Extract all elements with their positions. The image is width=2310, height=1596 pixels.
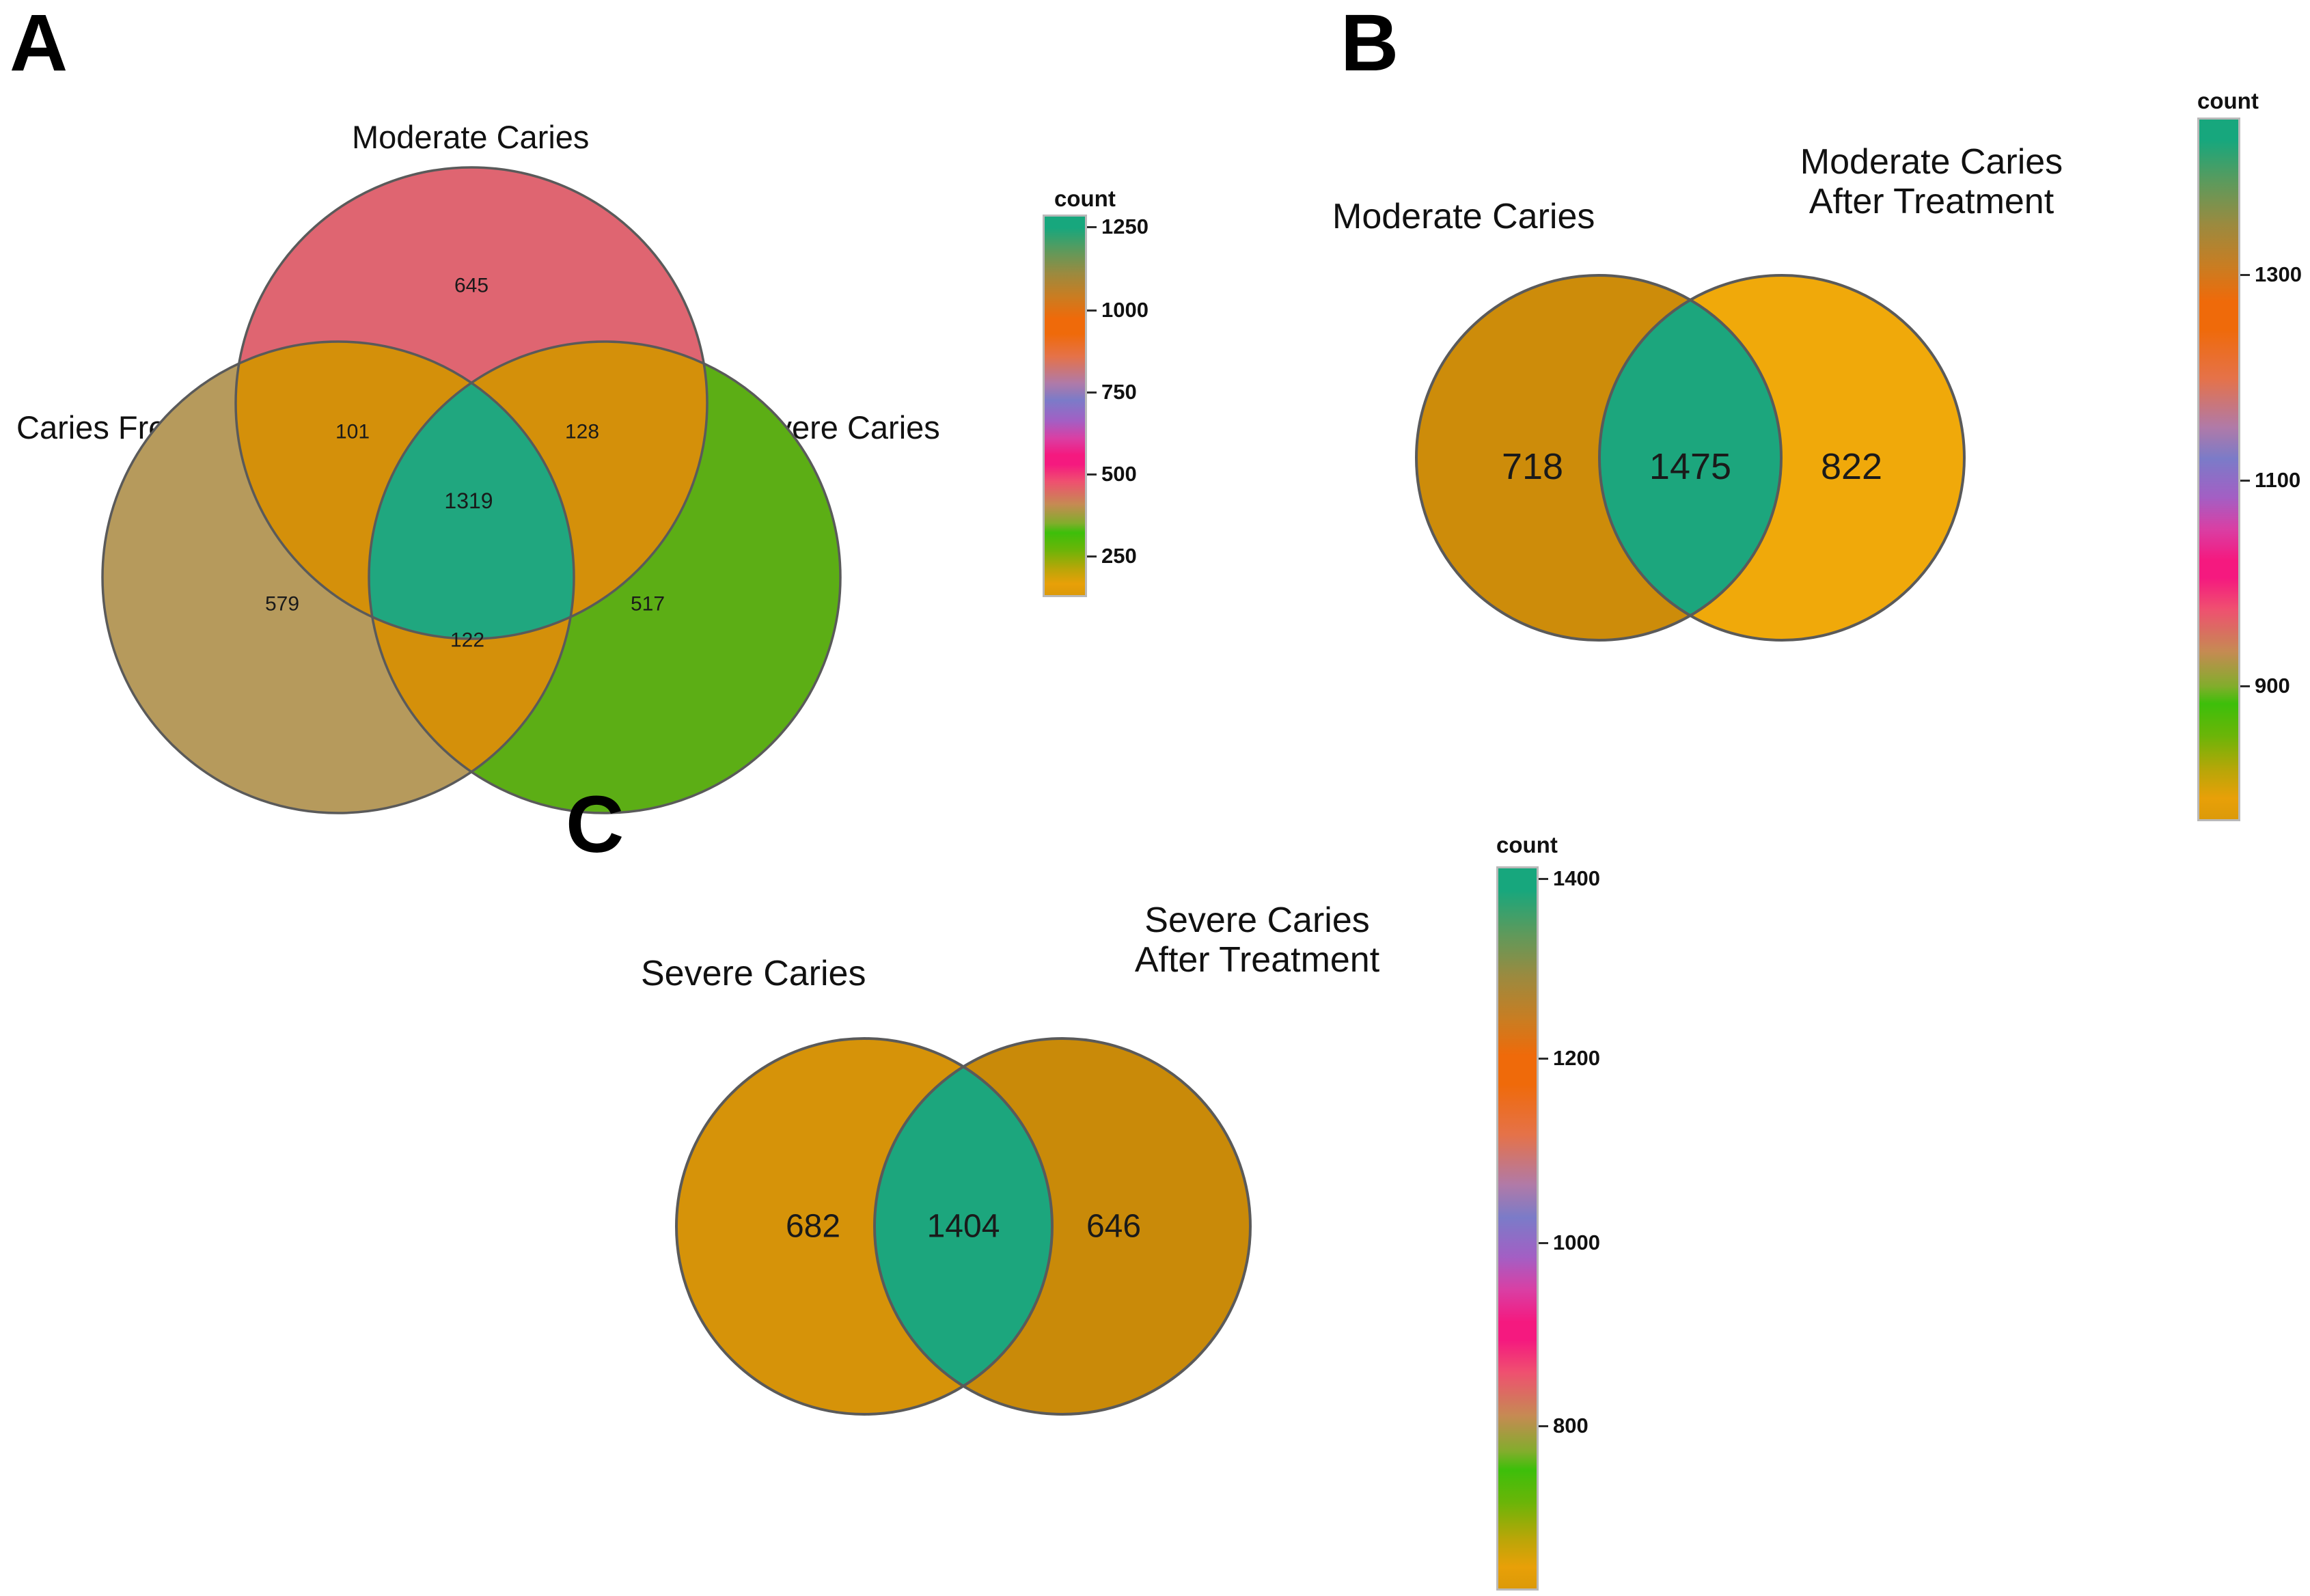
venn-c-count-left-only: 682: [786, 1209, 840, 1245]
venn-b-outline-right: [1598, 274, 1966, 642]
colorbar-a: 1250 1000 750 500 250: [1043, 215, 1172, 597]
colorbar-c-tickmark-1000: [1539, 1241, 1548, 1244]
panel-letter-a: A: [10, 0, 68, 88]
colorbar-c-ticklabel-1400: 1400: [1553, 866, 1600, 890]
colorbar-a-ticklabel-1250: 1250: [1101, 215, 1149, 238]
colorbar-a-ticks: 1250 1000 750 500 250: [1087, 215, 1172, 597]
colorbar-a-tickmark-500: [1087, 473, 1097, 476]
venn-c-label-left: Severe Caries: [641, 954, 866, 993]
colorbar-b-ticklabel-900: 900: [2255, 674, 2290, 698]
venn-b-label-right: Moderate Caries After Treatment: [1800, 142, 2063, 222]
colorbar-a-ticklabel-1000: 1000: [1101, 298, 1149, 322]
colorbar-c-tickmark-1200: [1539, 1057, 1548, 1060]
colorbar-b: 1300 1100 900: [2197, 118, 2310, 821]
venn-b-label-left: Moderate Caries: [1332, 197, 1595, 236]
colorbar-a-ticklabel-750: 750: [1101, 380, 1137, 404]
colorbar-c: 1400 1200 1000 800: [1496, 866, 1616, 1591]
colorbar-c-ticklabel-1000: 1000: [1553, 1230, 1600, 1254]
venn-a-count-caries-free-only: 579: [265, 593, 299, 616]
colorbar-c-tickmark-1400: [1539, 877, 1548, 880]
venn-b-outline-left: [1415, 274, 1783, 642]
colorbar-b-ticklabel-1300: 1300: [2255, 262, 2302, 286]
colorbar-a-title: count: [1054, 186, 1116, 211]
colorbar-c-gradient: [1496, 866, 1539, 1591]
panel-letter-b: B: [1340, 0, 1399, 88]
venn-b-count-right-only: 822: [1821, 446, 1882, 487]
venn-c-outline-left: [675, 1037, 1054, 1416]
venn-b-count-intersection: 1475: [1649, 446, 1731, 487]
colorbar-b-ticklabel-1100: 1100: [2255, 468, 2301, 492]
venn-a-outline-moderate-caries: [234, 166, 709, 640]
colorbar-a-tickmark-250: [1087, 555, 1097, 558]
venn-b-diagram: 718 1475 822: [1298, 253, 2104, 704]
venn-a-count-all-three: 1319: [444, 489, 493, 513]
venn-a-count-moderate-severe: 128: [565, 421, 599, 443]
colorbar-c-tickmark-800: [1539, 1425, 1548, 1427]
colorbar-b-ticks: 1300 1100 900: [2240, 118, 2310, 821]
colorbar-c-title: count: [1496, 832, 1558, 857]
colorbar-a-tickmark-1250: [1087, 225, 1097, 228]
venn-c-count-right-only: 646: [1086, 1209, 1141, 1245]
venn-a-outline-severe-caries: [368, 340, 842, 814]
venn-b-count-left-only: 718: [1502, 446, 1563, 487]
venn-a-label-moderate-caries: Moderate Caries: [352, 119, 590, 155]
venn-b-region-intersection: [1599, 275, 1781, 640]
colorbar-b-tickmark-1300: [2240, 273, 2250, 276]
venn-a-diagram: 645 101 128 1319 579 517 122: [0, 0, 854, 814]
venn-a-outline-caries-free: [101, 340, 575, 814]
colorbar-c-ticklabel-800: 800: [1553, 1414, 1589, 1437]
colorbar-a-tickmark-750: [1087, 391, 1097, 394]
colorbar-a-gradient: [1043, 215, 1087, 597]
venn-a-region-all-three: [369, 342, 574, 639]
venn-a-count-caries-free-severe: 122: [450, 629, 484, 652]
colorbar-c-ticklabel-1200: 1200: [1553, 1046, 1600, 1070]
colorbar-a-ticklabel-250: 250: [1101, 544, 1137, 568]
venn-a-count-severe-only: 517: [631, 593, 665, 616]
venn-c-count-intersection: 1404: [927, 1209, 1000, 1245]
venn-c-diagram: 682 1404 646: [642, 991, 1394, 1524]
colorbar-a-ticklabel-500: 500: [1101, 462, 1137, 486]
venn-a-count-caries-free-moderate: 101: [335, 421, 370, 443]
panel-letter-c: C: [566, 780, 624, 870]
colorbar-b-tickmark-1100: [2240, 479, 2250, 482]
venn-c-region-intersection: [875, 1038, 1052, 1414]
venn-c-outline-right: [873, 1037, 1252, 1416]
colorbar-a-tickmark-1000: [1087, 309, 1097, 312]
venn-c-label-right: Severe Caries After Treatment: [1134, 900, 1380, 980]
colorbar-b-tickmark-900: [2240, 685, 2250, 687]
colorbar-b-gradient: [2197, 118, 2240, 821]
colorbar-b-title: count: [2197, 88, 2259, 113]
colorbar-c-ticks: 1400 1200 1000 800: [1539, 866, 1616, 1591]
venn-a-count-moderate-only: 645: [454, 275, 489, 297]
